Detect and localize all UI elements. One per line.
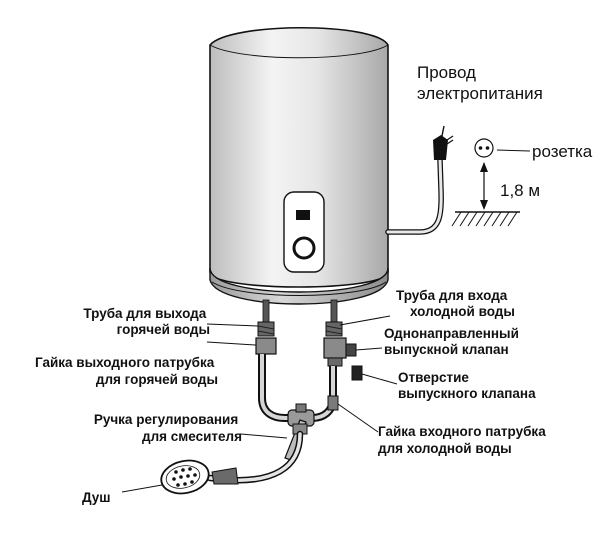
label-hot-pipe: Труба для выхода горячей воды: [83, 306, 210, 337]
tank-bottom-cap: [209, 267, 389, 305]
power-cord: [385, 125, 454, 235]
hot-outlet-nut: [255, 337, 277, 355]
label-cold-pipe: Труба для входа холодной воды: [396, 288, 515, 319]
label-shower: Душ: [82, 490, 111, 505]
label-check-valve: Однонаправленный выпускной клапан: [384, 326, 523, 357]
floor-hatching: [451, 211, 520, 227]
hot-water-pipe: [255, 299, 300, 422]
display-window-icon: [296, 210, 310, 220]
tank-top-rim: [209, 44, 389, 59]
label-valve-hole: Отверстие выпускного клапана: [398, 370, 536, 401]
label-hot-nut: Гайка выходного патрубка для горячей вод…: [35, 355, 218, 387]
control-panel: [283, 191, 325, 273]
valve-drain-hole-icon: [351, 365, 363, 381]
plumbing: [160, 299, 363, 495]
label-power-cord: Провод электропитания: [417, 63, 543, 103]
label-height: 1,8 м: [500, 181, 540, 200]
socket-icon: [474, 138, 494, 158]
label-mixer-handle: Ручка регулирования для смесителя: [94, 412, 242, 444]
temperature-knob-icon: [292, 236, 316, 260]
label-socket: розетка: [532, 142, 593, 161]
cold-inlet-nut: [327, 395, 339, 411]
water-heater-tank: [209, 27, 389, 305]
socket-assembly: [451, 138, 531, 227]
label-cold-nut: Гайка входного патрубка для холодной вод…: [378, 424, 549, 456]
mixer-valve: [284, 403, 315, 461]
check-valve-icon: [323, 337, 357, 367]
cold-water-pipe: [300, 299, 363, 422]
leader-lines: [121, 315, 398, 493]
shower-head-icon: [160, 459, 239, 495]
plug-icon: [433, 125, 454, 160]
labels: Провод электропитания розетка 1,8 м Труб…: [35, 63, 593, 505]
